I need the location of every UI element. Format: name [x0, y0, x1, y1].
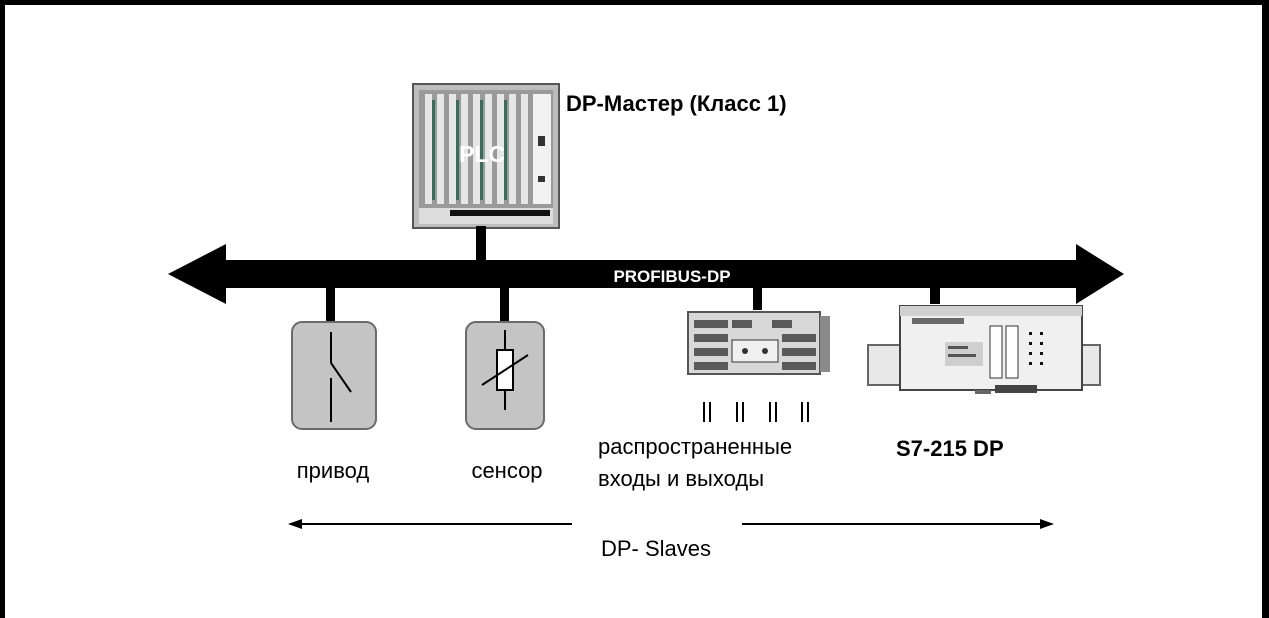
slaves-range-label: DP- Slaves	[601, 536, 711, 561]
master-title: DP-Мастер (Класс 1)	[566, 91, 787, 116]
io-label-line1: распространенные	[598, 434, 792, 459]
plc-label: PLC	[459, 141, 505, 167]
sensor-label: сенсор	[471, 458, 542, 483]
s7-215-dp-icon	[867, 305, 1101, 394]
switch-icon	[291, 321, 377, 430]
resistor-sensor-icon	[465, 321, 545, 430]
master-drop-line	[476, 226, 486, 262]
actuator-label: привод	[297, 458, 370, 483]
s7-label: S7-215 DP	[896, 436, 1004, 461]
slaves-range-arrow	[288, 519, 1054, 529]
profibus-bus	[168, 244, 1124, 304]
slave-drop-lines	[326, 286, 940, 322]
io-label-line2: входы и выходы	[598, 466, 764, 491]
io-connection-lines	[703, 402, 809, 422]
io-module-icon	[687, 311, 830, 375]
bus-label: PROFIBUS-DP	[613, 267, 730, 286]
